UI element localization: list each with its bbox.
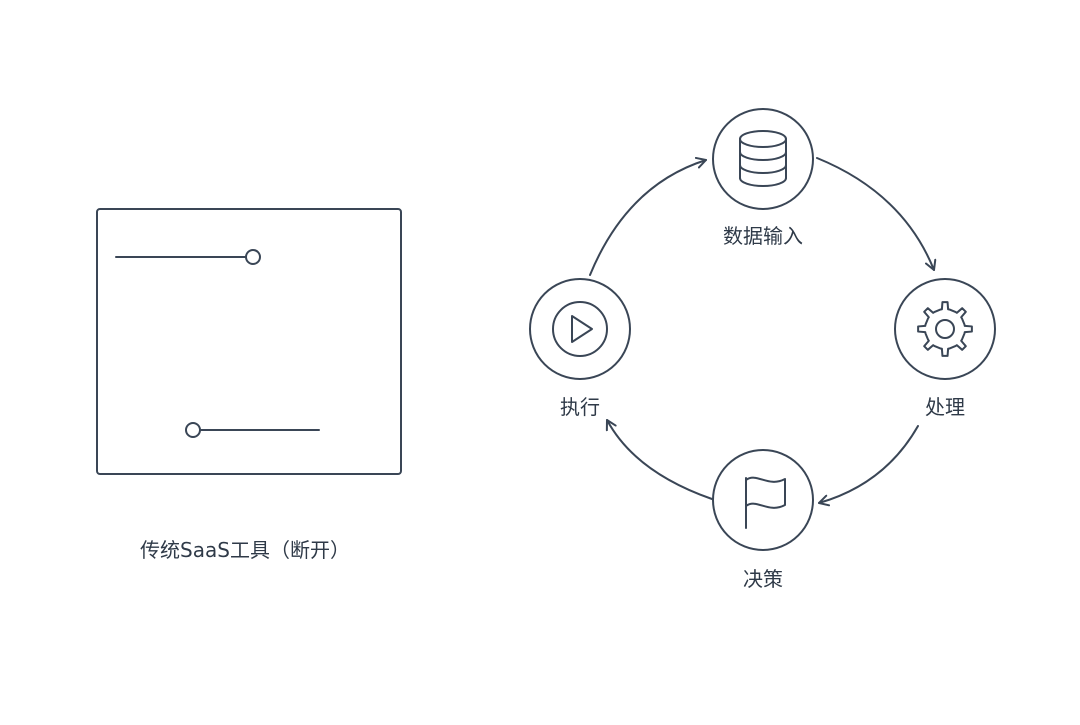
saas-window-frame xyxy=(96,208,402,475)
link-end-dot-top xyxy=(245,249,261,265)
arrow-execute-to-input xyxy=(589,156,707,276)
disconnected-link-top xyxy=(115,249,261,265)
database-icon xyxy=(739,130,787,187)
saas-panel: 传统SaaS工具（断开） xyxy=(96,208,402,562)
node-ring-process xyxy=(894,278,996,380)
gear-icon xyxy=(917,301,973,357)
node-ring-decide xyxy=(712,449,814,551)
node-data-input: 数据输入 xyxy=(712,108,814,248)
link-end-dot-bottom xyxy=(185,422,201,438)
arrow-process-to-decide xyxy=(818,425,919,507)
disconnected-link-bottom xyxy=(185,422,320,438)
node-execute: 执行 xyxy=(529,278,631,419)
arrow-decide-to-execute xyxy=(605,419,713,500)
node-decide: 决策 xyxy=(712,449,814,591)
arrow-input-to-process xyxy=(816,157,937,271)
node-label-process: 处理 xyxy=(925,395,965,419)
play-icon xyxy=(552,301,608,357)
node-process: 处理 xyxy=(894,278,996,419)
saas-caption: 传统SaaS工具（断开） xyxy=(140,538,350,562)
flag-icon xyxy=(745,476,786,529)
node-label-decide: 决策 xyxy=(743,567,783,591)
node-ring-execute xyxy=(529,278,631,380)
node-label-data-input: 数据输入 xyxy=(723,224,803,248)
cycle-arrows xyxy=(589,156,937,507)
node-label-execute: 执行 xyxy=(560,395,600,419)
